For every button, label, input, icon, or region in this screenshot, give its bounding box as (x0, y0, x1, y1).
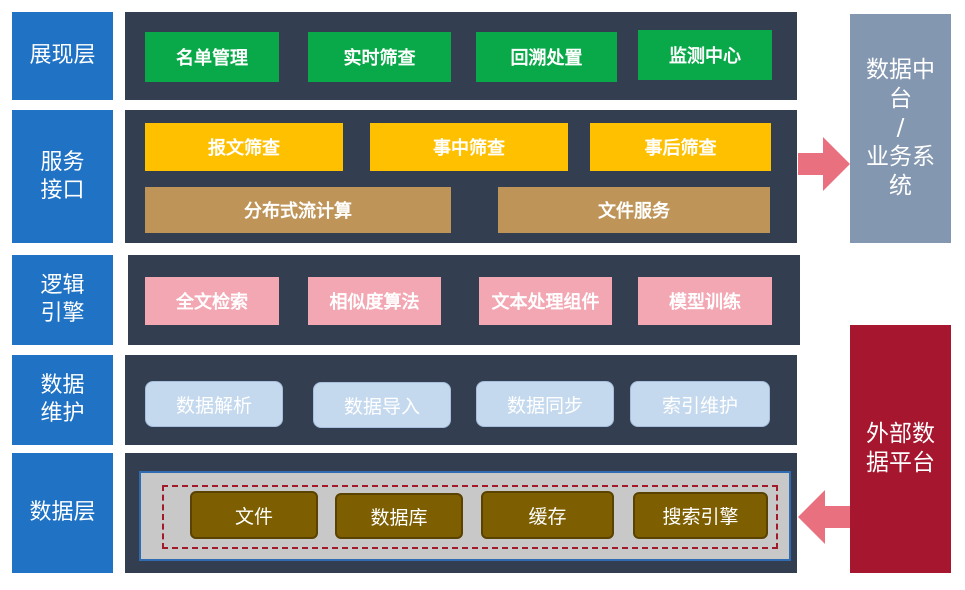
data-parsing-box[interactable]: 数据解析 (145, 381, 283, 427)
file-service-box[interactable]: 文件服务 (498, 187, 770, 233)
data-maintenance-label: 数据 维护 (12, 355, 113, 445)
full-text-search-box[interactable]: 全文检索 (145, 277, 279, 325)
presentation-layer-panel: 名单管理 实时筛查 回溯处置 监测中心 (125, 12, 797, 100)
storage-container: 文件 数据库 缓存 搜索引擎 (139, 471, 791, 561)
database-box[interactable]: 数据库 (335, 493, 463, 539)
logic-engine-panel: 全文检索 相似度算法 文本处理组件 模型训练 (128, 255, 800, 345)
service-interface-label: 服务 接口 (12, 110, 113, 243)
distributed-stream-computing-box[interactable]: 分布式流计算 (145, 187, 451, 233)
presentation-layer-label: 展现层 (12, 12, 113, 100)
data-middle-platform-box[interactable]: 数据中 台 / 业务系 统 (850, 14, 951, 243)
in-process-screening-box[interactable]: 事中筛查 (370, 123, 568, 171)
message-screening-box[interactable]: 报文筛查 (145, 123, 343, 171)
post-screening-box[interactable]: 事后筛查 (590, 123, 771, 171)
text-processing-component-box[interactable]: 文本处理组件 (479, 277, 612, 325)
backtrack-disposal-box[interactable]: 回溯处置 (476, 32, 617, 82)
list-management-box[interactable]: 名单管理 (145, 32, 279, 82)
data-layer-label: 数据层 (12, 453, 113, 573)
data-layer-panel: 文件 数据库 缓存 搜索引擎 (125, 453, 797, 573)
index-maintenance-box[interactable]: 索引维护 (630, 381, 770, 427)
data-sync-box[interactable]: 数据同步 (476, 381, 614, 427)
model-training-box[interactable]: 模型训练 (638, 277, 772, 325)
search-engine-box[interactable]: 搜索引擎 (633, 492, 768, 539)
service-interface-panel: 报文筛查 事中筛查 事后筛查 分布式流计算 文件服务 (125, 110, 797, 243)
storage-dashed-group: 文件 数据库 缓存 搜索引擎 (162, 485, 778, 549)
arrow-left-icon (798, 490, 850, 544)
file-storage-box[interactable]: 文件 (190, 491, 318, 539)
cache-box[interactable]: 缓存 (481, 491, 614, 539)
monitoring-center-box[interactable]: 监测中心 (638, 30, 772, 80)
logic-engine-label: 逻辑 引擎 (12, 255, 113, 345)
data-import-box[interactable]: 数据导入 (313, 382, 451, 428)
arrow-right-icon (798, 137, 850, 191)
similarity-algorithm-box[interactable]: 相似度算法 (308, 277, 441, 325)
external-data-platform-box[interactable]: 外部数 据平台 (850, 325, 951, 573)
data-maintenance-panel: 数据解析 数据导入 数据同步 索引维护 (125, 355, 797, 445)
realtime-screening-box[interactable]: 实时筛查 (308, 32, 451, 82)
